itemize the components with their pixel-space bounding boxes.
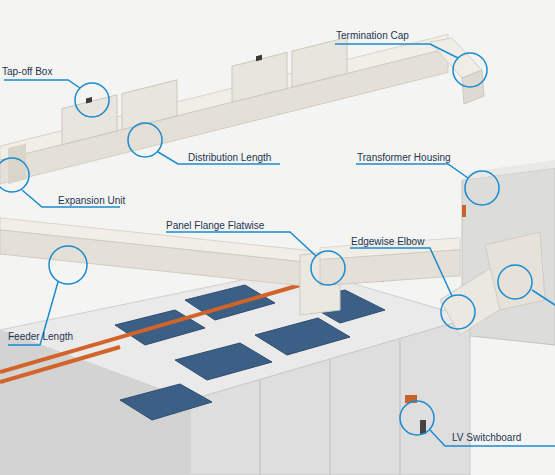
lv-switchboard: [0, 268, 470, 475]
callout-markers: [0, 44, 555, 446]
part-label: Tap-off Box: [2, 66, 52, 78]
part-label: LV Switchboard: [452, 432, 521, 444]
part-label: Termination Cap: [336, 30, 409, 42]
part-label: Expansion Unit: [58, 195, 125, 207]
feeder-length: [0, 218, 312, 287]
part-label: Panel Flange Flatwise: [166, 220, 264, 232]
part-label: Feeder Length: [8, 331, 73, 343]
part-label: Distribution Length: [188, 152, 271, 164]
part-label: Edgewise Elbow: [351, 236, 424, 248]
part-label: Transformer Housing: [357, 152, 451, 164]
